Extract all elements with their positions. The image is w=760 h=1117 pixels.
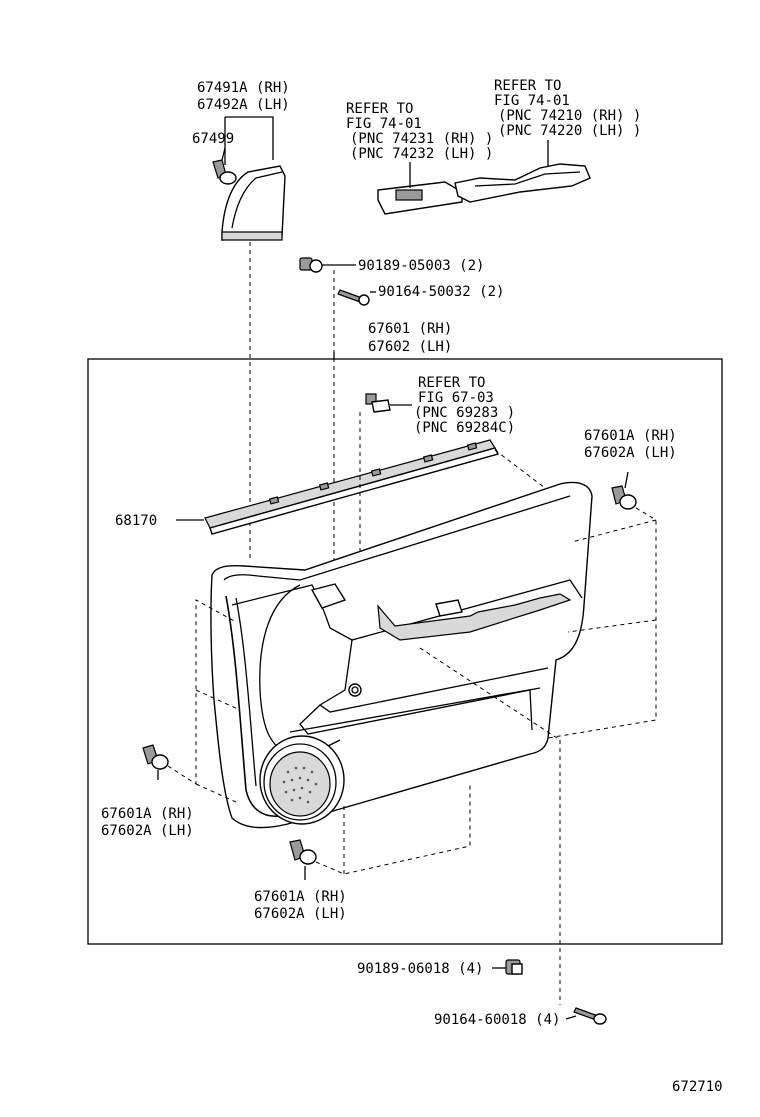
refer-c-part [365, 393, 391, 413]
clip-bottom-dash [315, 782, 471, 875]
label-refer-c-fig: FIG 67-03 [418, 390, 494, 406]
label-refer-c-title: REFER TO [418, 375, 485, 391]
upper-cover-part [221, 165, 286, 241]
label-clip-left-rh: 67601A (RH) [101, 806, 194, 822]
armrest-base-part [454, 163, 591, 203]
label-upper-cover-lh: 67492A (LH) [197, 97, 290, 113]
clip-67499-leader [221, 147, 226, 161]
label-nut-lower: 90189-06018 (4) [357, 961, 483, 977]
label-refer-b-pnc2: (PNC 74220 (LH) ) [498, 123, 641, 139]
label-clip-bottom-lh: 67602A (LH) [254, 906, 347, 922]
label-refer-a-title: REFER TO [346, 101, 413, 117]
weatherstrip-dash [494, 449, 546, 489]
label-screw-upper: 90164-50032 (2) [378, 284, 504, 300]
screw-lower-leader [565, 1015, 577, 1020]
label-panel-rh: 67601 (RH) [368, 321, 452, 337]
clip-67499-part [212, 159, 237, 185]
screw-upper-part [337, 289, 370, 306]
clip-right-dash [547, 507, 657, 739]
label-clip-bottom-rh: 67601A (RH) [254, 889, 347, 905]
door-trim-panel-part [210, 481, 593, 829]
label-panel-lh: 67602 (LH) [368, 339, 452, 355]
label-refer-a-pnc2: (PNC 74232 (LH) ) [350, 146, 493, 162]
label-clip-67499: 67499 [192, 131, 234, 147]
label-screw-lower: 90164-60018 (4) [434, 1012, 560, 1028]
label-refer-b-title: REFER TO [494, 78, 561, 94]
upper-cover-leader [224, 116, 274, 165]
figure-number: 672710 [672, 1079, 723, 1095]
label-clip-right-rh: 67601A (RH) [584, 428, 677, 444]
label-refer-b-pnc1: (PNC 74210 (RH) ) [498, 108, 641, 124]
label-refer-c-pnc1: (PNC 69283 ) [414, 405, 515, 421]
lower-fastener-dash-2 [419, 647, 561, 741]
clip-left-part [142, 744, 169, 770]
label-refer-c-pnc2: (PNC 69284C) [414, 420, 515, 436]
label-refer-a-pnc1: (PNC 74231 (RH) ) [350, 131, 493, 147]
clip-right-leader [624, 471, 629, 489]
nut-lower-part [505, 959, 523, 975]
screw-lower-part [573, 1007, 607, 1025]
clip-left-dash [167, 599, 241, 803]
label-refer-a-fig: FIG 74-01 [346, 116, 422, 132]
clip-right-part [611, 485, 637, 510]
weatherstrip-part [204, 439, 500, 535]
label-weatherstrip: 68170 [115, 513, 157, 529]
nut-upper-part [299, 257, 323, 273]
label-refer-b-fig: FIG 74-01 [494, 93, 570, 109]
label-upper-cover-rh: 67491A (RH) [197, 80, 290, 96]
label-nut-upper: 90189-05003 (2) [358, 258, 484, 274]
label-clip-left-lh: 67602A (LH) [101, 823, 194, 839]
switch-base-part [377, 181, 463, 215]
clip-bottom-part [289, 839, 317, 865]
panel-frame [87, 358, 723, 945]
label-clip-right-lh: 67602A (LH) [584, 445, 677, 461]
